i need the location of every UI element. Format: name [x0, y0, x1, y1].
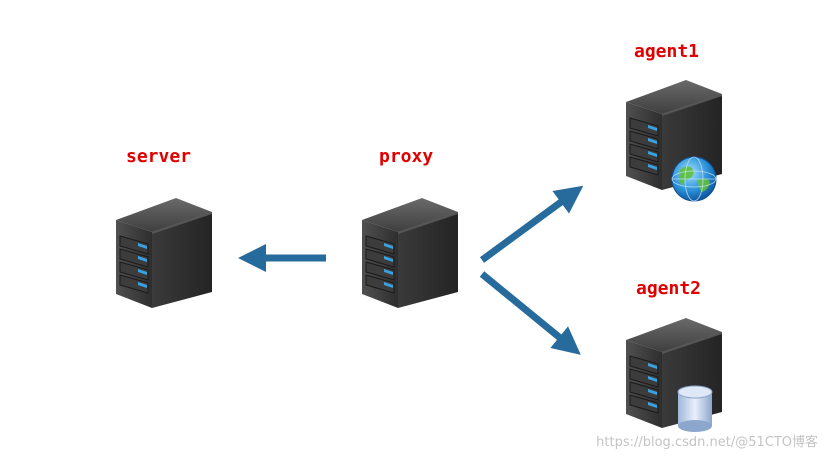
proxy-tower-icon [361, 197, 458, 308]
agent2-label: agent2 [636, 278, 702, 299]
arrow-icon [479, 185, 584, 263]
server-label: server [126, 146, 192, 167]
server-tower-icon [115, 197, 212, 308]
proxy-label: proxy [379, 146, 434, 167]
watermark: https://blog.csdn.net/@51CTO博客 [596, 435, 818, 450]
agent1-label: agent1 [634, 41, 700, 62]
database-cylinder-icon [677, 385, 713, 432]
arrow-icon [479, 271, 581, 355]
globe-icon [671, 156, 717, 202]
